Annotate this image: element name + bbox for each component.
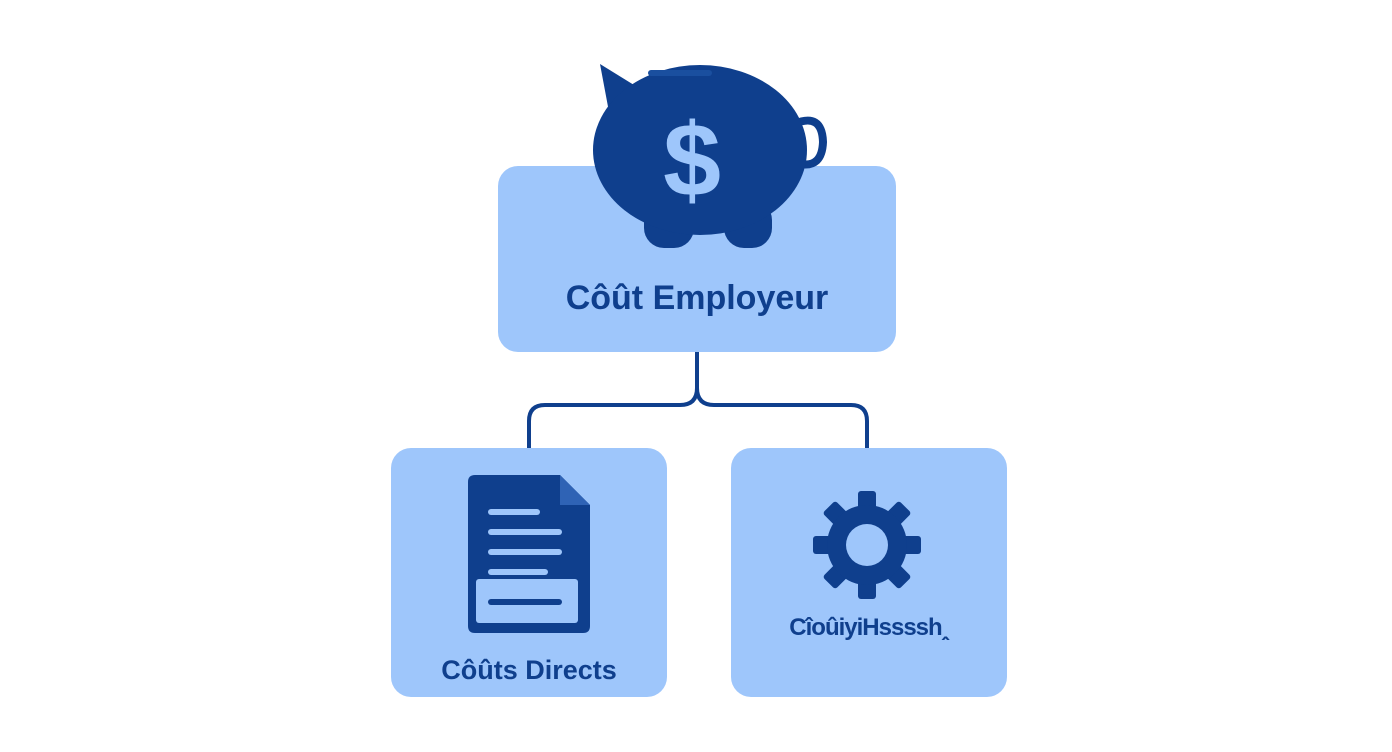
child-node-label-indirect: CîoûiyiHsssshꞈ	[789, 614, 949, 641]
connector-root-to-children	[527, 352, 869, 448]
root-node-label: Côût Employeur	[565, 279, 829, 317]
child-node-label-direct: Côûts Directs	[441, 655, 617, 685]
svg-text:$: $	[663, 103, 721, 219]
